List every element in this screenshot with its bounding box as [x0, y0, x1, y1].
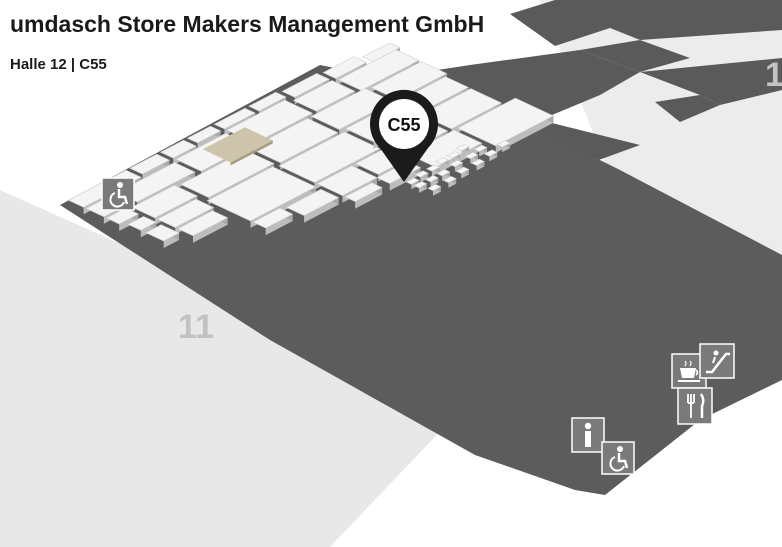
booth-top [405, 177, 420, 185]
booth-front-wall [265, 214, 293, 236]
booth-top [186, 125, 222, 144]
booth-30[interactable] [177, 210, 229, 243]
booth-top [127, 216, 157, 231]
kiosk-6[interactable] [455, 144, 470, 156]
booth-top [442, 175, 457, 184]
booth-top [292, 80, 356, 112]
corridor-right [640, 58, 782, 105]
booth-top [427, 183, 442, 192]
escalator-icon[interactable] [699, 343, 735, 379]
booth-top [180, 150, 275, 198]
kiosk-8[interactable] [424, 175, 439, 187]
booth-top [281, 73, 331, 98]
booth-top [159, 139, 197, 159]
location-pin-icon[interactable]: C55 [369, 89, 438, 182]
booth-top [426, 164, 441, 172]
kiosk-2[interactable] [414, 170, 429, 183]
pin-inner [379, 99, 429, 149]
pin-label: C55 [387, 115, 420, 135]
booth-top [464, 151, 479, 160]
hall-11-floor [0, 190, 470, 547]
booth-c55-side [230, 140, 273, 166]
corridor-top-2 [580, 40, 690, 72]
booth-top [129, 153, 171, 175]
info-icon[interactable] [571, 417, 605, 453]
booth-top [248, 91, 287, 112]
booth-front-wall [495, 115, 554, 153]
booth-top [337, 49, 420, 91]
booth-37[interactable] [344, 182, 383, 209]
booth-top [414, 170, 429, 178]
hall-12-label: 1 [765, 56, 782, 94]
restaurant-icon[interactable] [677, 387, 713, 425]
booth-top [457, 97, 555, 147]
corridor-top [510, 0, 782, 46]
booth-front-wall [193, 217, 228, 243]
booth-17[interactable] [105, 207, 140, 231]
kiosk-3[interactable] [426, 164, 441, 177]
booth-top [285, 188, 340, 216]
booth-top [131, 184, 198, 219]
kiosk-14[interactable] [442, 175, 457, 188]
booth-location: Halle 12 | C55 [10, 56, 107, 73]
booth-top [449, 159, 464, 168]
booth-front-wall [355, 187, 383, 209]
kiosk-13[interactable] [427, 183, 442, 196]
booth-top [249, 118, 339, 164]
booth-top [483, 149, 498, 157]
booth-top [105, 207, 140, 225]
kiosk-4[interactable] [435, 157, 450, 169]
wheelchair-icon[interactable] [601, 441, 635, 475]
booth-35[interactable] [252, 207, 294, 236]
booth-23[interactable] [127, 216, 157, 238]
wheelchair-icon[interactable] [101, 177, 135, 211]
kiosk-7[interactable] [413, 181, 428, 193]
booth-29[interactable] [145, 224, 180, 248]
booth-top [496, 140, 511, 148]
booth-top [436, 169, 451, 177]
kiosk-9[interactable] [436, 169, 451, 181]
booth-top [455, 166, 470, 174]
booth-top [322, 56, 368, 79]
booth-top [413, 181, 428, 189]
booth-top [252, 207, 294, 229]
booth-top [424, 175, 439, 183]
exhibitor-name: umdasch Store Makers Management GmbH [10, 11, 485, 37]
booth-top [420, 88, 502, 130]
kiosk-18[interactable] [496, 140, 511, 153]
booth-top [446, 151, 461, 159]
kiosk-5[interactable] [446, 151, 461, 163]
booth-top [344, 182, 383, 202]
hall-11-label: 11 [178, 308, 214, 346]
booth-40[interactable] [457, 97, 555, 153]
booth-36[interactable] [285, 188, 340, 223]
kiosk-17[interactable] [483, 149, 498, 162]
kiosk-12[interactable] [473, 144, 488, 157]
booth-front-wall [304, 197, 339, 223]
booth-top [435, 157, 450, 165]
kiosk-11[interactable] [464, 151, 479, 164]
corridor-stub [655, 95, 720, 122]
booth-top [278, 131, 381, 183]
kiosk-15[interactable] [455, 166, 470, 179]
booth-top [407, 129, 483, 168]
booth-top [470, 158, 485, 166]
booth-top [473, 144, 488, 152]
booth-top [362, 42, 401, 63]
booth-top [145, 224, 180, 242]
booth-top [213, 107, 256, 130]
booth-top [156, 198, 215, 228]
booth-top [455, 144, 470, 152]
kiosk-10[interactable] [449, 159, 464, 172]
kiosk-16[interactable] [470, 158, 485, 171]
booth-top [177, 210, 229, 237]
booth-c55-top[interactable] [202, 127, 273, 163]
booth-c55[interactable] [202, 127, 273, 166]
